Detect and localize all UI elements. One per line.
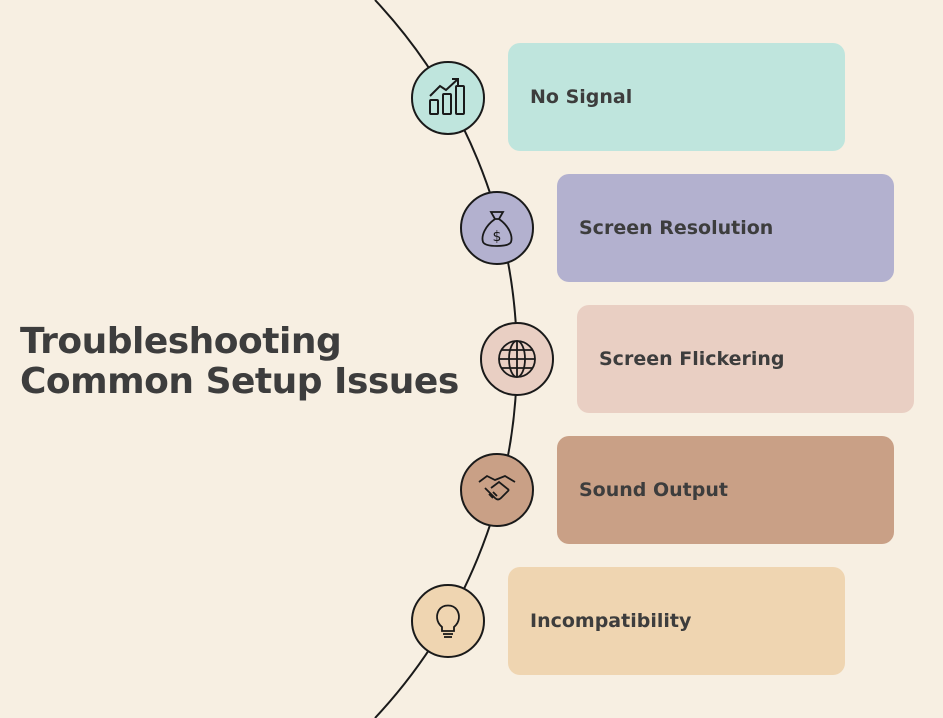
- card-screen-flickering: Screen Flickering: [577, 305, 914, 413]
- card-sound-output: Sound Output: [557, 436, 894, 544]
- card-label: Sound Output: [579, 479, 728, 501]
- card-no-signal: No Signal: [508, 43, 845, 151]
- card-label: No Signal: [530, 86, 633, 108]
- card-label: Screen Resolution: [579, 217, 774, 239]
- svg-text:$: $: [493, 229, 502, 245]
- title-line-1: Troubleshooting: [20, 321, 342, 362]
- chart-growth-icon: [411, 61, 485, 135]
- card-label: Incompatibility: [530, 610, 692, 632]
- card-incompatibility: Incompatibility: [508, 567, 845, 675]
- money-bag-icon: $: [460, 191, 534, 265]
- handshake-icon: [460, 453, 534, 527]
- lightbulb-icon: [411, 584, 485, 658]
- page-title: Troubleshooting Common Setup Issues: [20, 322, 459, 402]
- globe-icon: [480, 322, 554, 396]
- title-line-2: Common Setup Issues: [20, 361, 459, 402]
- card-label: Screen Flickering: [599, 348, 785, 370]
- card-screen-resolution: Screen Resolution: [557, 174, 894, 282]
